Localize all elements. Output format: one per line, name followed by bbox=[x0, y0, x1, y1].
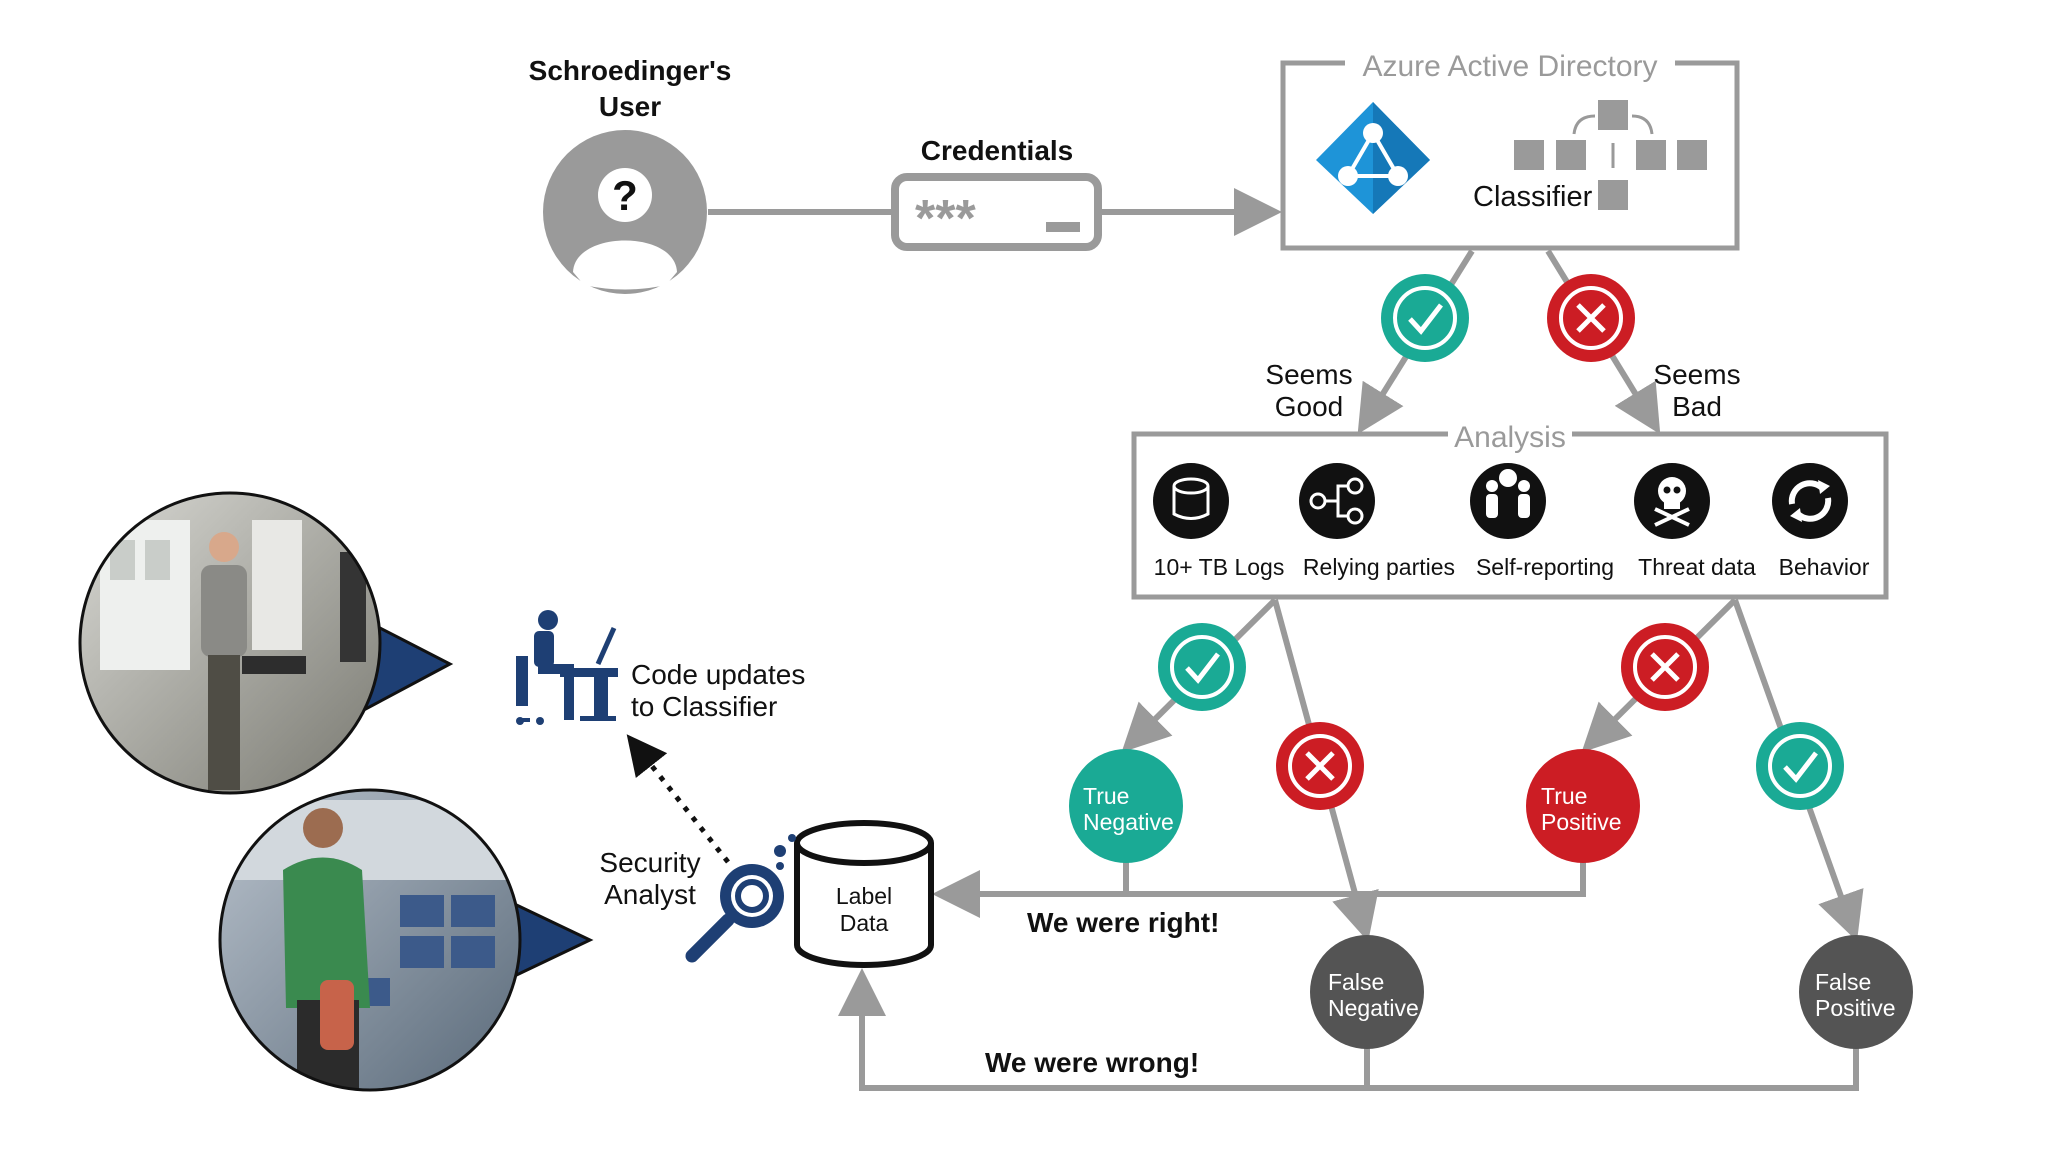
label-data-database-icon: Label Data bbox=[794, 820, 934, 968]
true-negative-check-icon bbox=[1158, 623, 1246, 711]
seems-good-line2: Good bbox=[1275, 391, 1344, 422]
true-positive-line1: True bbox=[1541, 783, 1587, 809]
false-positive-check-icon bbox=[1756, 722, 1844, 810]
relying-parties-icon bbox=[1299, 463, 1375, 539]
true-positive-node: True Positive bbox=[1526, 749, 1640, 863]
schroedingers-user: Schroedinger's User ? bbox=[529, 55, 732, 294]
label-data-line1: Label bbox=[836, 883, 892, 909]
cursor-icon bbox=[1046, 222, 1080, 232]
code-updates-dotted-arrow bbox=[626, 734, 730, 864]
user-title-line1: Schroedinger's bbox=[529, 55, 732, 86]
false-negative-line2: Negative bbox=[1328, 995, 1419, 1021]
azure-active-directory-box: Azure Active Directory Classifier bbox=[1280, 47, 1740, 251]
analysis-item-logs: 10+ TB Logs bbox=[1154, 554, 1285, 580]
developer-at-desk-icon bbox=[516, 610, 618, 725]
seems-bad-cross-icon bbox=[1547, 274, 1635, 362]
behavior-icon bbox=[1772, 463, 1848, 539]
seems-good-check-icon bbox=[1381, 274, 1469, 362]
we-were-right-connector bbox=[1123, 862, 1586, 897]
aad-title: Azure Active Directory bbox=[1362, 50, 1657, 83]
true-negative-line1: True bbox=[1083, 783, 1129, 809]
seems-bad-line1: Seems bbox=[1653, 359, 1740, 390]
seems-bad-line2: Bad bbox=[1672, 391, 1722, 422]
true-negative-node: True Negative bbox=[1069, 749, 1183, 863]
code-updates-line2: to Classifier bbox=[631, 691, 777, 722]
security-analyst-line2: Analyst bbox=[604, 879, 696, 910]
security-analyst-photo bbox=[218, 788, 594, 1092]
asterisks-icon: *** bbox=[915, 190, 976, 248]
analysis-item-behavior: Behavior bbox=[1779, 554, 1870, 580]
classifier-label: Classifier bbox=[1473, 181, 1593, 213]
svg-text:?: ? bbox=[612, 172, 638, 219]
azure-ad-icon bbox=[1316, 102, 1430, 214]
false-positive-line2: Positive bbox=[1815, 995, 1896, 1021]
false-negative-node: False Negative bbox=[1310, 935, 1424, 1049]
analysis-item-threat-data: Threat data bbox=[1638, 554, 1756, 580]
classifier-icon bbox=[1514, 100, 1707, 210]
credentials-label: Credentials bbox=[921, 135, 1074, 166]
analysis-title: Analysis bbox=[1454, 421, 1566, 454]
false-positive-line1: False bbox=[1815, 969, 1871, 995]
analysis-box: Analysis bbox=[1131, 418, 1889, 600]
we-were-right-label: We were right! bbox=[1027, 907, 1219, 938]
security-analyst-line1: Security bbox=[599, 847, 700, 878]
unknown-user-icon: ? bbox=[543, 130, 707, 294]
people-icon bbox=[1470, 463, 1546, 539]
analysis-item-relying-parties: Relying parties bbox=[1303, 554, 1455, 580]
developer-photo bbox=[78, 491, 454, 795]
user-title-line2: User bbox=[599, 91, 661, 122]
analysis-item-self-reporting: Self-reporting bbox=[1476, 554, 1614, 580]
false-negative-cross-icon bbox=[1276, 722, 1364, 810]
analyst-magnifier-icon bbox=[685, 834, 796, 963]
we-were-wrong-label: We were wrong! bbox=[985, 1047, 1199, 1078]
true-positive-cross-icon bbox=[1621, 623, 1709, 711]
false-negative-line1: False bbox=[1328, 969, 1384, 995]
database-icon bbox=[1153, 463, 1229, 539]
we-were-wrong-connector bbox=[862, 980, 1859, 1091]
label-data-line2: Data bbox=[840, 910, 889, 936]
skull-icon bbox=[1634, 463, 1710, 539]
seems-good-line1: Seems bbox=[1265, 359, 1352, 390]
code-updates-line1: Code updates bbox=[631, 659, 805, 690]
false-positive-node: False Positive bbox=[1799, 935, 1913, 1049]
true-negative-line2: Negative bbox=[1083, 809, 1174, 835]
true-positive-line2: Positive bbox=[1541, 809, 1622, 835]
credentials: Credentials *** bbox=[891, 135, 1102, 251]
